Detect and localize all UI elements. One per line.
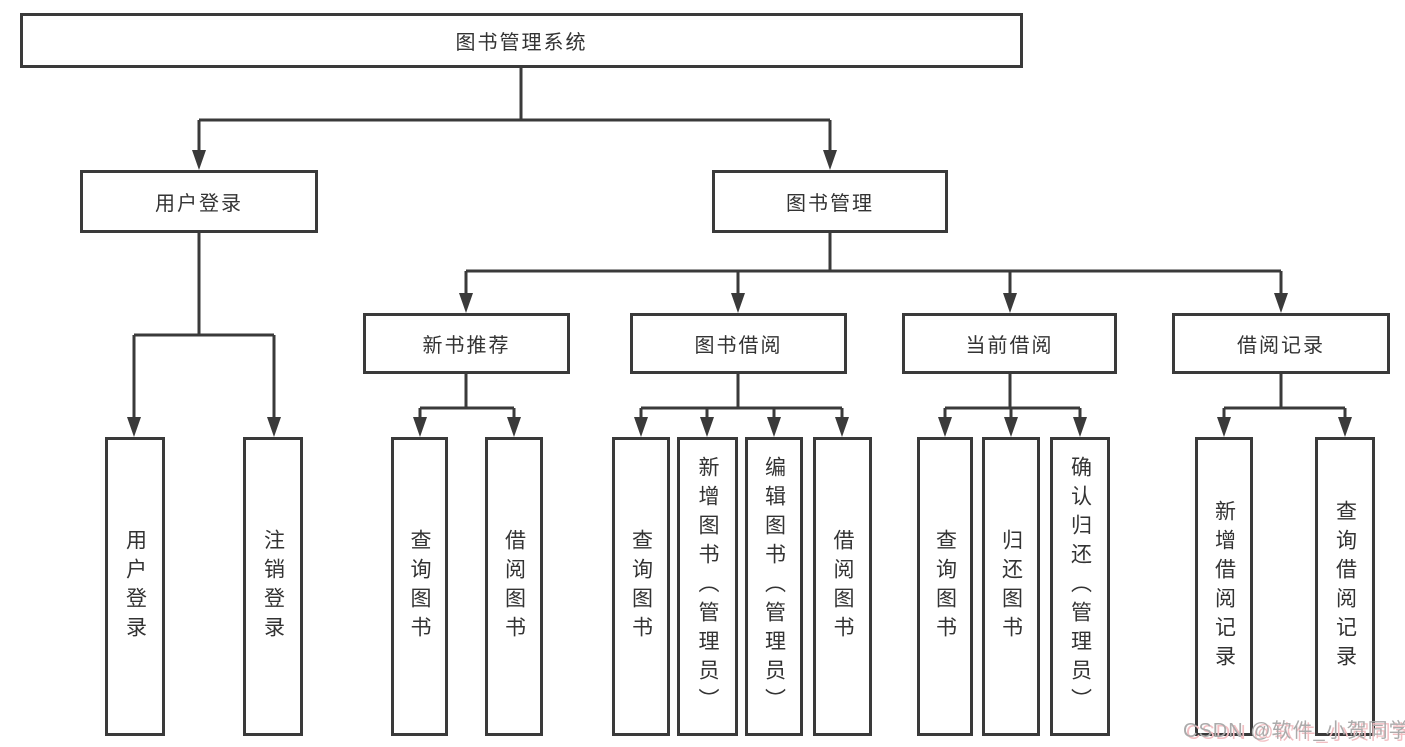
csdn-watermark: CSDN @软件_小贺同学	[1183, 720, 1405, 742]
leaf-query-books-newbook: 查询图书	[391, 437, 448, 736]
leaf-query-borrow-record: 查询借阅记录	[1315, 437, 1375, 736]
node-new-book-recommend: 新书推荐	[363, 313, 570, 374]
connector-newbook-to-leaves	[418, 374, 516, 419]
leaf-user-login: 用户登录	[105, 437, 165, 736]
leaf-add-book-admin: 新增图书（管理员）	[677, 437, 738, 736]
leaf-return-books: 归还图书	[982, 437, 1040, 736]
leaf-add-borrow-record: 新增借阅记录	[1195, 437, 1253, 736]
leaf-confirm-return-admin: 确认归还（管理员）	[1050, 437, 1110, 736]
leaf-logout: 注销登录	[243, 437, 303, 736]
connector-current-to-leaves	[943, 374, 1082, 419]
leaf-query-books-borrow: 查询图书	[612, 437, 670, 736]
connector-borrow-to-leaves	[639, 374, 844, 419]
leaf-query-books-current: 查询图书	[917, 437, 973, 736]
connector-records-to-leaves	[1222, 374, 1347, 419]
leaf-borrow-books-borrow: 借阅图书	[813, 437, 872, 736]
root-node: 图书管理系统	[20, 13, 1023, 68]
node-book-borrow: 图书借阅	[630, 313, 847, 374]
leaf-borrow-books-newbook: 借阅图书	[485, 437, 543, 736]
connector-bookmgmt-to-level3	[464, 233, 1283, 295]
connector-userlogin-to-leaves	[132, 233, 276, 419]
node-borrow-records: 借阅记录	[1172, 313, 1390, 374]
node-user-login: 用户登录	[80, 170, 318, 233]
connector-root-to-level2	[197, 68, 832, 152]
leaf-edit-book-admin: 编辑图书（管理员）	[745, 437, 803, 736]
node-book-management: 图书管理	[712, 170, 948, 233]
node-current-borrow: 当前借阅	[902, 313, 1117, 374]
